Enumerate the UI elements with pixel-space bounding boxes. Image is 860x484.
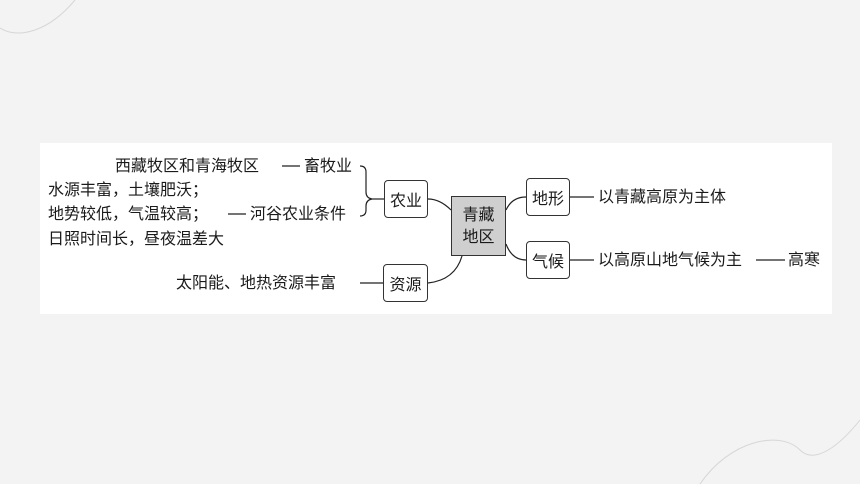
agri-result-valley: 河谷农业条件 [250, 204, 347, 223]
node-terrain-label: 地形 [531, 189, 564, 208]
climate-result: 高寒 [788, 250, 821, 269]
agri-item-water-soil: 水源丰富，土壤肥沃； [48, 180, 209, 199]
node-resources-label: 资源 [389, 275, 422, 294]
node-agriculture: 农业 [384, 180, 428, 218]
agri-item-pastoral: 西藏牧区和青海牧区 [115, 156, 260, 175]
node-terrain: 地形 [526, 178, 570, 216]
resources-item: 太阳能、地热资源丰富 [176, 273, 337, 292]
node-climate-label: 气候 [531, 252, 564, 271]
center-label-line1: 青藏 [462, 205, 495, 224]
diagram-panel [40, 143, 832, 314]
agri-item-sunshine: 日照时间长，昼夜温差大 [48, 229, 225, 248]
agri-result-livestock: 畜牧业 [304, 156, 353, 175]
agri-item-terrain-temp: 地势较低，气温较高； [48, 204, 209, 223]
node-agriculture-label: 农业 [389, 191, 422, 210]
node-climate: 气候 [526, 241, 570, 279]
terrain-item: 以青藏高原为主体 [598, 187, 727, 206]
center-node: 青藏 地区 [451, 196, 506, 256]
climate-item: 以高原山地气候为主 [598, 250, 743, 269]
center-label-line2: 地区 [462, 227, 495, 246]
node-resources: 资源 [383, 264, 428, 302]
